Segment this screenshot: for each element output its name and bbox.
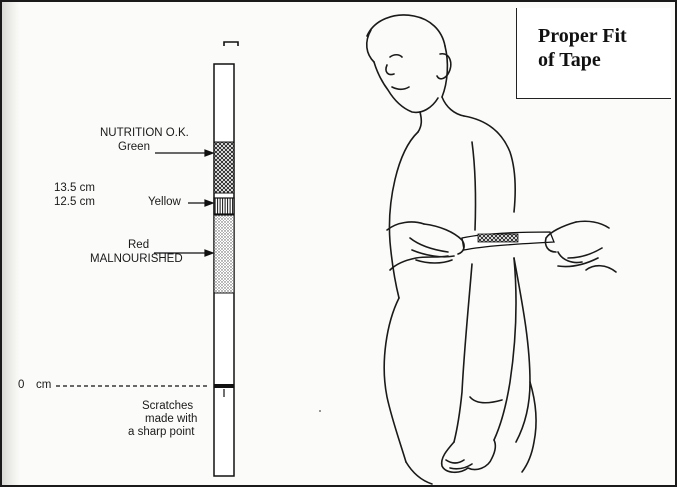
title-line-2: of Tape xyxy=(538,48,601,72)
child-nose xyxy=(386,65,394,75)
label-scratches-3: a sharp point xyxy=(128,426,195,439)
left-hand-thumb xyxy=(424,224,464,254)
left-hand-fingers xyxy=(410,238,454,257)
left-hand-finger-lines xyxy=(416,260,452,263)
right-hand-wrist xyxy=(576,221,609,228)
child-neck-back xyxy=(442,97,464,116)
scan-speck xyxy=(319,410,321,412)
tape-zero-mark xyxy=(214,384,234,388)
child-belly xyxy=(384,298,406,462)
tape-end-bracket xyxy=(224,42,238,46)
title-box: Proper Fit of Tape xyxy=(516,8,671,99)
tape-yellow-zone xyxy=(214,198,234,214)
child-arm-upper xyxy=(472,142,476,230)
label-scratches-2: made with xyxy=(145,413,197,426)
child-arm-lower-back xyxy=(494,258,516,440)
label-malnourished: MALNOURISHED xyxy=(90,253,183,266)
right-hand-fingers xyxy=(558,248,602,267)
child-chest xyxy=(389,132,418,298)
arm-tape-marking xyxy=(478,234,518,242)
label-green: Green xyxy=(118,141,150,154)
child-elbow xyxy=(470,397,502,403)
label-13-5-cm: 13.5 cm xyxy=(54,182,95,195)
child-figure xyxy=(367,15,536,484)
child-hair xyxy=(367,15,445,46)
label-nutrition-ok: NUTRITION O.K. xyxy=(100,127,189,140)
label-zero: 0 xyxy=(18,379,24,392)
tape-green-zone xyxy=(214,142,234,193)
child-eye xyxy=(390,55,402,57)
left-hand-wrist xyxy=(387,222,424,230)
yellow-arrow xyxy=(205,200,213,206)
label-yellow: Yellow xyxy=(148,196,181,209)
child-forehead xyxy=(367,30,374,62)
green-arrow xyxy=(205,150,213,156)
child-arm-lower-front xyxy=(454,264,472,442)
measurer-hands xyxy=(387,221,616,272)
label-red: Red xyxy=(128,239,149,252)
child-shoulder xyxy=(464,116,515,212)
tape-red-zone xyxy=(214,215,234,293)
muac-tape xyxy=(214,42,238,476)
child-hip xyxy=(406,462,432,484)
title-line-1: Proper Fit xyxy=(538,24,627,48)
arm-tape xyxy=(462,232,554,250)
right-hand-palm xyxy=(586,266,616,272)
child-mouth xyxy=(392,87,409,89)
label-scratches-1: Scratches xyxy=(142,400,193,413)
child-neck-front xyxy=(418,112,421,132)
child-ear xyxy=(437,54,451,79)
label-12-5-cm: 12.5 cm xyxy=(54,196,95,209)
red-arrow xyxy=(205,250,213,256)
child-face xyxy=(374,62,438,112)
label-cm: cm xyxy=(36,379,51,392)
